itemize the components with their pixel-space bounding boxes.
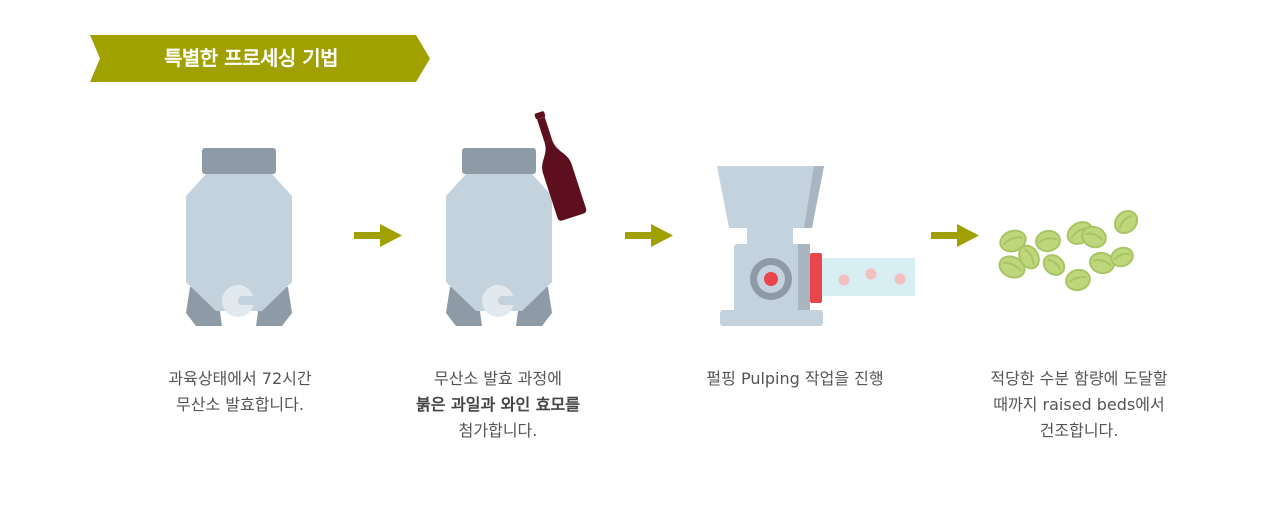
step-4-caption: 적당한 수분 함량에 도달할 때까지 raised beds에서 건조합니다. [949,366,1209,444]
arrow-right-icon-1 [354,224,402,247]
step-1-caption: 과육상태에서 72시간 무산소 발효합니다. [110,366,370,418]
step-1-line-2: 무산소 발효합니다. [176,395,304,414]
step-2-caption: 무산소 발효 과정에 붉은 과일과 와인 효모를 첨가합니다. [368,366,628,444]
step-2-line-1: 무산소 발효 과정에 [434,369,562,388]
arrow-right-icon-3 [931,224,979,247]
fermentation-tank-icon [186,148,292,326]
section-title: 특별한 프로세싱 기법 [163,46,339,70]
fermentation-tank-with-wine-bottle-icon [446,111,587,326]
arrow-right-icon-2 [625,224,673,247]
step-1-line-1: 과육상태에서 72시간 [168,369,312,388]
step-2-line-3: 첨가합니다. [458,421,538,440]
wine-bottle-icon [534,111,587,221]
banner-shape [90,35,430,82]
pulping-machine-icon [717,166,915,326]
step-4-line-2: 때까지 raised beds에서 [993,395,1165,414]
step-3-line-1: 펄핑 Pulping 작업을 진행 [706,369,884,388]
section-banner: 특별한 프로세싱 기법 [90,35,430,82]
step-3-caption: 펄핑 Pulping 작업을 진행 [665,366,925,392]
step-4-line-3: 건조합니다. [1039,421,1119,440]
green-coffee-beans-icon [998,209,1139,292]
step-2-line-2: 붉은 과일과 와인 효모를 [416,395,580,414]
step-4-line-1: 적당한 수분 함량에 도달할 [990,369,1168,388]
